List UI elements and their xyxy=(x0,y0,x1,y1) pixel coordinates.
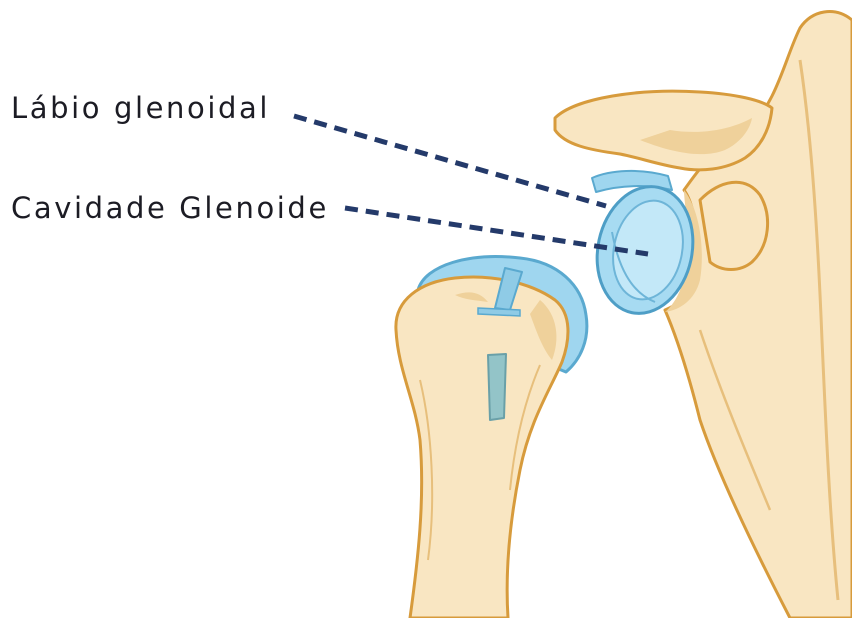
scapula xyxy=(555,12,852,618)
biceps-tendon-lower xyxy=(488,354,506,420)
label-glenoid-cavity: Cavidade Glenoide xyxy=(11,194,329,223)
biceps-tendon-base xyxy=(478,308,520,316)
humerus xyxy=(396,257,587,618)
coracoid xyxy=(700,182,768,269)
label-glenoid-labrum: Lábio glenoidal xyxy=(11,94,270,123)
